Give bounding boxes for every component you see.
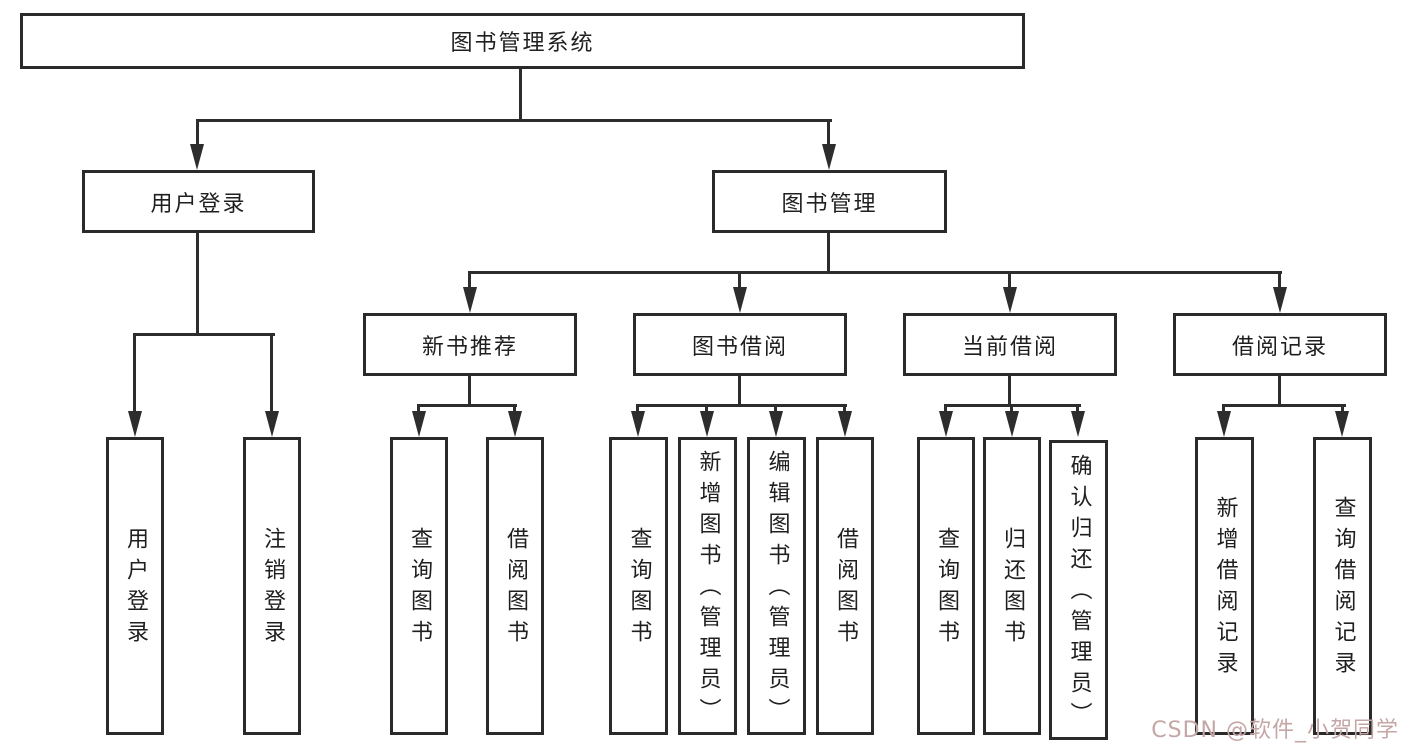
- leaf-add-books-admin: 新增图书（管理员）: [678, 437, 737, 735]
- leaf-return-books: 归还图书: [983, 437, 1041, 735]
- connector-rec-branch: [417, 404, 517, 407]
- arrow-down-icon: [939, 411, 953, 437]
- leaf-query-books-borrowing: 查询图书: [609, 437, 668, 735]
- leaf-query-books-recommend: 查询图书: [390, 437, 448, 735]
- connector-stub-book-mgmt: [827, 119, 830, 152]
- connector-bb-stub: [738, 376, 741, 407]
- arrow-down-icon: [463, 287, 477, 313]
- connector-stub-leaf: [1076, 404, 1079, 417]
- node-borrowing-records: 借阅记录: [1173, 313, 1387, 376]
- node-library-system: 图书管理系统: [20, 13, 1025, 69]
- connector-stub-leaf: [1010, 404, 1013, 417]
- connector-br-branch: [1222, 404, 1346, 407]
- connector-stub-book-borrow: [738, 271, 741, 293]
- connector-stub-leaf: [133, 333, 136, 417]
- node-current-borrowing: 当前借阅: [903, 313, 1117, 376]
- leaf-logout: 注销登录: [243, 437, 301, 735]
- node-new-book-recommend: 新书推荐: [363, 313, 577, 376]
- node-book-borrowing: 图书借阅: [633, 313, 847, 376]
- arrow-down-icon: [769, 411, 783, 437]
- leaf-borrow-books-borrowing: 借阅图书: [816, 437, 874, 735]
- arrow-down-icon: [1273, 287, 1287, 313]
- connector-user-login-branch: [133, 333, 275, 336]
- leaf-borrow-books-recommend: 借阅图书: [486, 437, 544, 735]
- connector-stub-leaf: [705, 404, 708, 417]
- connector-br-stub: [1278, 376, 1281, 407]
- csdn-watermark: CSDN @软件_小贺同学: [1151, 718, 1399, 743]
- connector-level1-branch: [196, 119, 832, 122]
- connector-level3-branch: [468, 271, 1282, 274]
- arrow-down-icon: [700, 411, 714, 437]
- connector-stub-leaf: [513, 404, 516, 417]
- connector-stub-leaf: [417, 404, 420, 417]
- arrow-down-icon: [822, 144, 836, 170]
- arrow-down-icon: [1217, 411, 1231, 437]
- arrow-down-icon: [1071, 411, 1085, 437]
- node-user-login: 用户登录: [82, 170, 315, 233]
- connector-stub-leaf: [1222, 404, 1225, 417]
- connector-stub-current-borrow: [1008, 271, 1011, 293]
- arrow-down-icon: [190, 144, 204, 170]
- arrow-down-icon: [508, 411, 522, 437]
- connector-cb-stub: [1008, 376, 1011, 407]
- leaf-add-borrow-record: 新增借阅记录: [1195, 437, 1254, 735]
- arrow-down-icon: [631, 411, 645, 437]
- connector-stub-new-book-rec: [468, 271, 471, 293]
- connector-stub-leaf: [636, 404, 639, 417]
- arrow-down-icon: [1335, 411, 1349, 437]
- connector-stub-leaf: [774, 404, 777, 417]
- connector-stub-leaf: [843, 404, 846, 417]
- leaf-confirm-return-admin: 确认归还（管理员）: [1049, 440, 1108, 740]
- connector-user-login-stub: [196, 233, 199, 335]
- leaf-user-login: 用户登录: [106, 437, 164, 735]
- arrow-down-icon: [838, 411, 852, 437]
- leaf-query-borrow-record: 查询借阅记录: [1313, 437, 1372, 735]
- connector-stub-leaf: [944, 404, 947, 417]
- connector-stub-leaf: [1341, 404, 1344, 417]
- arrow-down-icon: [1003, 287, 1017, 313]
- connector-root-stub: [519, 69, 522, 122]
- leaf-edit-books-admin: 编辑图书（管理员）: [747, 437, 806, 735]
- arrow-down-icon: [128, 411, 142, 437]
- connector-stub-user-login: [196, 119, 199, 152]
- connector-rec-stub: [468, 376, 471, 407]
- node-book-management: 图书管理: [712, 170, 947, 233]
- arrow-down-icon: [412, 411, 426, 437]
- leaf-query-books-current: 查询图书: [917, 437, 975, 735]
- connector-stub-leaf: [270, 333, 273, 417]
- arrow-down-icon: [733, 287, 747, 313]
- connector-bb-branch: [636, 404, 847, 407]
- arrow-down-icon: [1005, 411, 1019, 437]
- connector-stub-borrow-record: [1278, 271, 1281, 293]
- arrow-down-icon: [265, 411, 279, 437]
- connector-book-mgmt-stub: [827, 233, 830, 274]
